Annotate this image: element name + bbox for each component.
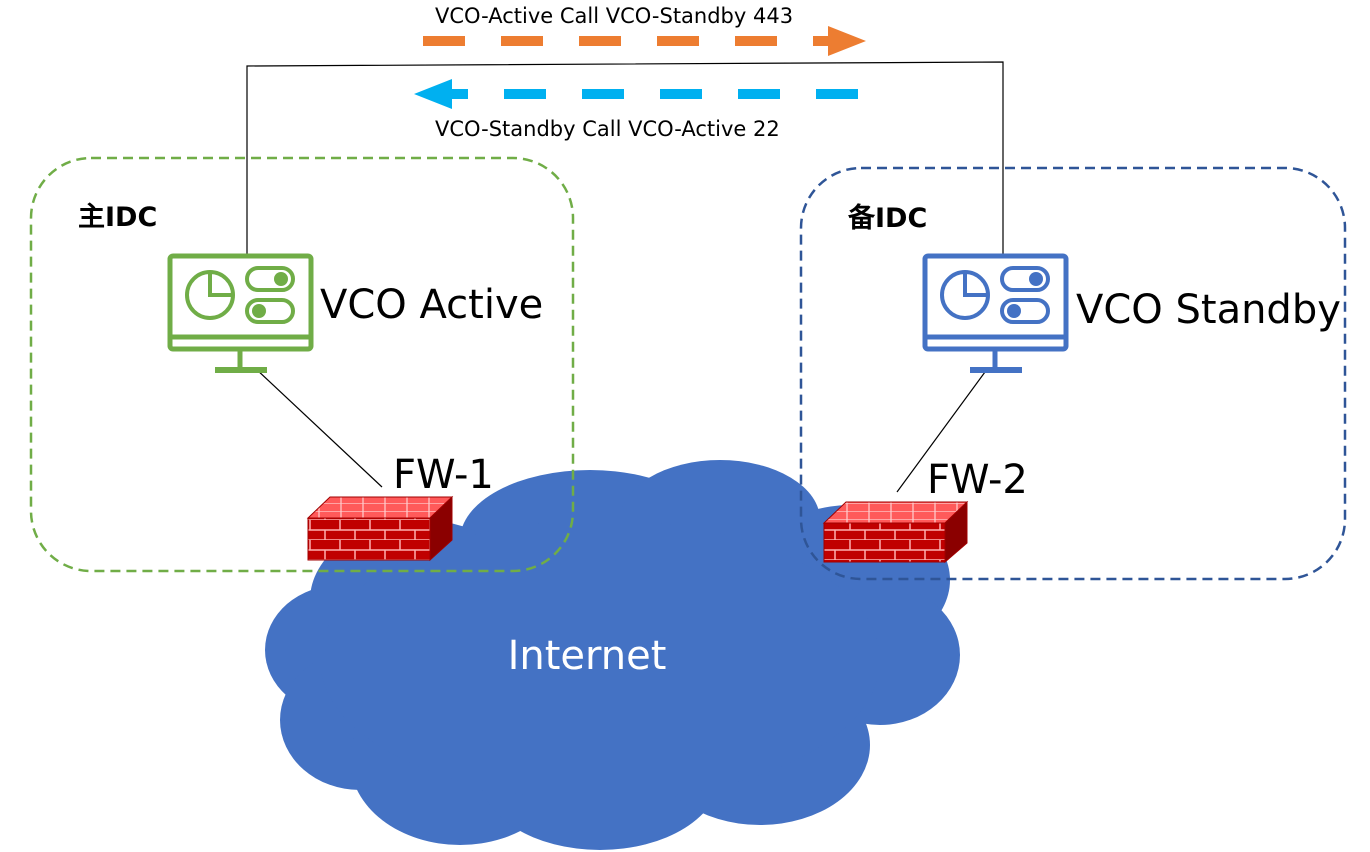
vco-active-fw1-link	[254, 367, 383, 488]
vco-standby-fw2-link	[896, 371, 986, 493]
internet-label: Internet	[508, 633, 667, 679]
standby-to-active-label: VCO-Standby Call VCO-Active 22	[435, 117, 780, 141]
standby-idc-zone	[799, 166, 1347, 581]
vco-active-monitor-icon	[167, 253, 314, 373]
fw2-firewall-icon	[822, 500, 969, 564]
fw1-label: FW-1	[393, 452, 494, 498]
active-to-standby-arrow	[423, 26, 866, 56]
standby-idc-label: 备IDC	[847, 203, 927, 234]
vco-standby-monitor-icon	[922, 253, 1069, 373]
fw1-firewall-icon	[306, 495, 454, 562]
fw2-label: FW-2	[927, 457, 1028, 503]
vco-sync-connector	[246, 61, 1004, 255]
vco-active-label: VCO Active	[320, 282, 543, 328]
vco-standby-label: VCO Standby	[1076, 287, 1341, 333]
internet-cloud-icon	[265, 460, 960, 850]
primary-idc-zone	[29, 156, 575, 573]
active-to-standby-label: VCO-Active Call VCO-Standby 443	[435, 4, 793, 28]
standby-to-active-arrow	[414, 79, 858, 109]
primary-idc-label: 主IDC	[78, 202, 157, 233]
